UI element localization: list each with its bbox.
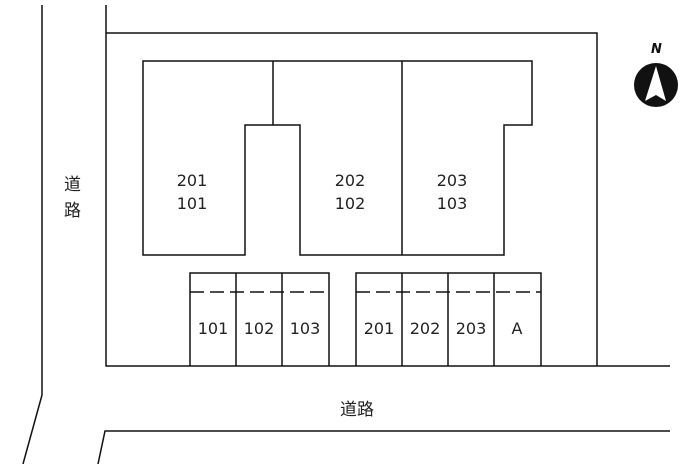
compass-icon xyxy=(634,63,678,107)
bottom-road-label: 道路 xyxy=(340,400,374,420)
unit-label: 101 xyxy=(176,194,208,213)
parking-right xyxy=(355,272,542,366)
building-divider xyxy=(272,61,403,255)
building-outline xyxy=(142,60,533,256)
compass-north-label: N xyxy=(651,42,662,57)
building-2-units: 202 102 xyxy=(320,169,380,215)
road-char: 路 xyxy=(64,201,81,221)
unit-label: 102 xyxy=(334,194,366,213)
parking-space-label: 102 xyxy=(243,319,275,338)
building-1-units: 201 101 xyxy=(162,169,222,215)
building-3-units: 203 103 xyxy=(422,169,482,215)
parking-space-label: 203 xyxy=(455,319,487,338)
bottom-road-edge xyxy=(97,430,670,464)
parking-space-label: A xyxy=(511,319,523,338)
unit-label: 203 xyxy=(436,171,468,190)
parking-space-label: 202 xyxy=(409,319,441,338)
parking-space-label: 101 xyxy=(197,319,229,338)
unit-label: 202 xyxy=(334,171,366,190)
unit-label: 103 xyxy=(436,194,468,213)
unit-label: 201 xyxy=(176,171,208,190)
parking-space-label: 201 xyxy=(363,319,395,338)
lot-boundary xyxy=(105,5,670,367)
parking-left xyxy=(189,272,330,366)
left-road-edge xyxy=(22,5,43,464)
parking-space-label: 103 xyxy=(289,319,321,338)
left-road-label: 道 路 xyxy=(64,172,81,224)
road-char: 道 xyxy=(64,175,81,195)
